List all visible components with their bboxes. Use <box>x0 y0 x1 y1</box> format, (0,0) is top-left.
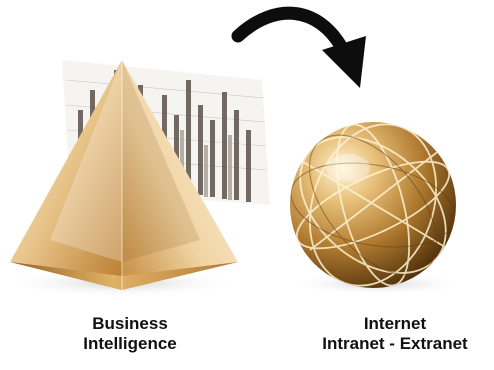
caption-left-line1: Business <box>92 314 168 333</box>
caption-right-line1: Internet <box>363 314 427 333</box>
curved-arrow-icon <box>231 6 366 88</box>
caption-business-intelligence: Business Intelligence <box>20 314 240 354</box>
caption-left-line2: Intelligence <box>83 334 177 353</box>
caption-internet-intranet-extranet: Internet Intranet - Extranet <box>300 314 490 354</box>
caption-right-line2: Intranet - Extranet <box>322 334 468 353</box>
golden-globe <box>288 122 468 295</box>
crystal-pyramid <box>2 60 242 297</box>
